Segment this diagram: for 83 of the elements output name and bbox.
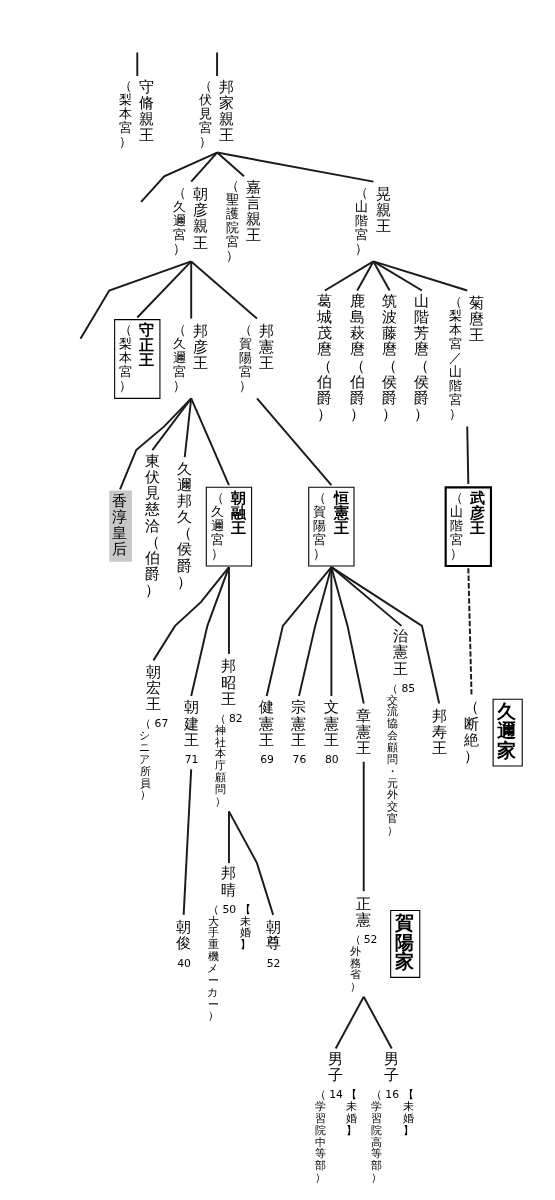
connector bbox=[371, 260, 423, 292]
node-box: 賀陽家 bbox=[389, 910, 420, 978]
connector bbox=[297, 566, 332, 697]
node-label: 52 bbox=[363, 932, 377, 946]
connector bbox=[466, 567, 473, 697]
connector bbox=[371, 260, 468, 292]
node-text: 男子 bbox=[327, 1049, 343, 1085]
connector bbox=[465, 425, 469, 486]
node-label: 50 bbox=[221, 902, 236, 916]
connector bbox=[355, 260, 374, 292]
node-text: 朝宏王 bbox=[145, 662, 161, 714]
connector bbox=[265, 566, 332, 697]
connector bbox=[189, 151, 218, 183]
connector bbox=[118, 397, 192, 491]
connector bbox=[215, 51, 218, 77]
connector bbox=[227, 810, 230, 865]
connector bbox=[329, 566, 365, 705]
node-text: 朝尊 bbox=[265, 918, 281, 953]
node-text: 邦寿王 bbox=[431, 706, 447, 758]
node-label: 71 bbox=[184, 752, 198, 766]
node-text: 文憲王 bbox=[323, 698, 339, 749]
node-text: 男子 bbox=[383, 1049, 399, 1085]
connector bbox=[135, 260, 192, 319]
node-text: 章憲王 bbox=[355, 706, 371, 758]
node-text: 健憲王 bbox=[258, 698, 274, 749]
connector bbox=[215, 151, 245, 178]
node-label: （神社本庁顧問） bbox=[214, 711, 226, 808]
node-text: 朝建王 bbox=[183, 698, 199, 749]
connector bbox=[183, 397, 192, 459]
connector bbox=[227, 810, 274, 916]
node-label: （外務省） bbox=[349, 932, 361, 994]
node-label: （大手重機メーカー） bbox=[206, 902, 219, 1023]
connector bbox=[362, 760, 365, 893]
node-box: 香淳皇后 bbox=[108, 490, 132, 562]
node-text: 邦昭王 bbox=[220, 657, 236, 708]
connector bbox=[215, 151, 374, 183]
connector bbox=[182, 768, 192, 916]
node-text: 宗憲王 bbox=[290, 698, 306, 749]
node-label: 85 bbox=[400, 681, 415, 695]
node-label: 76 bbox=[292, 752, 306, 766]
node-label: 69 bbox=[259, 752, 274, 766]
node-label: 40 bbox=[176, 956, 191, 970]
node-label: （交流協会顧問・元外交官） bbox=[386, 681, 398, 837]
node-text: 朝俊 bbox=[175, 918, 191, 953]
node-label: 67 bbox=[154, 717, 168, 731]
node-text: （断絶） bbox=[463, 698, 479, 765]
connector bbox=[334, 995, 365, 1050]
connector bbox=[227, 566, 230, 655]
node-label: （学習院中等部） bbox=[314, 1088, 326, 1185]
connector bbox=[371, 260, 391, 292]
node-label: 80 bbox=[324, 752, 339, 766]
node-label: 52 bbox=[266, 956, 280, 970]
node-label: 16 bbox=[384, 1088, 399, 1102]
node-text: 邦晴 bbox=[220, 864, 236, 899]
node-text: 正憲 bbox=[355, 894, 371, 929]
connector bbox=[189, 260, 258, 320]
node-text: 久邇邦久（侯爵） bbox=[176, 459, 192, 591]
connector bbox=[135, 51, 138, 77]
node-label: 【未婚】 bbox=[239, 902, 251, 952]
node-text: 葛城茂麿（伯爵） bbox=[316, 291, 332, 424]
node-label: 82 bbox=[228, 711, 243, 725]
connector bbox=[189, 397, 230, 487]
connector bbox=[362, 995, 393, 1050]
connector bbox=[189, 260, 192, 320]
node-text: 東伏見慈洽（伯爵） bbox=[144, 451, 160, 600]
connector bbox=[255, 397, 332, 487]
node-label: （学習院高等部） bbox=[370, 1088, 382, 1185]
connector bbox=[329, 566, 440, 705]
node-text: 筑波藤麿（侯爵） bbox=[381, 291, 397, 424]
node-text: 鹿島萩麿（伯爵） bbox=[349, 291, 365, 424]
connector bbox=[152, 566, 230, 662]
connector bbox=[189, 566, 230, 697]
node-text: 治憲王 bbox=[392, 627, 408, 678]
connector bbox=[79, 260, 192, 340]
node-label: 【未婚】 bbox=[345, 1088, 357, 1137]
node-label: 【未婚】 bbox=[402, 1088, 414, 1137]
node-text: 山階芳麿（侯爵） bbox=[413, 291, 429, 424]
node-label: 14 bbox=[328, 1088, 343, 1102]
node-box: 久邇家 bbox=[492, 698, 523, 767]
connector bbox=[323, 260, 374, 292]
connector bbox=[150, 397, 192, 452]
connector bbox=[139, 151, 218, 203]
node-label: （シニア所員） bbox=[138, 717, 151, 802]
